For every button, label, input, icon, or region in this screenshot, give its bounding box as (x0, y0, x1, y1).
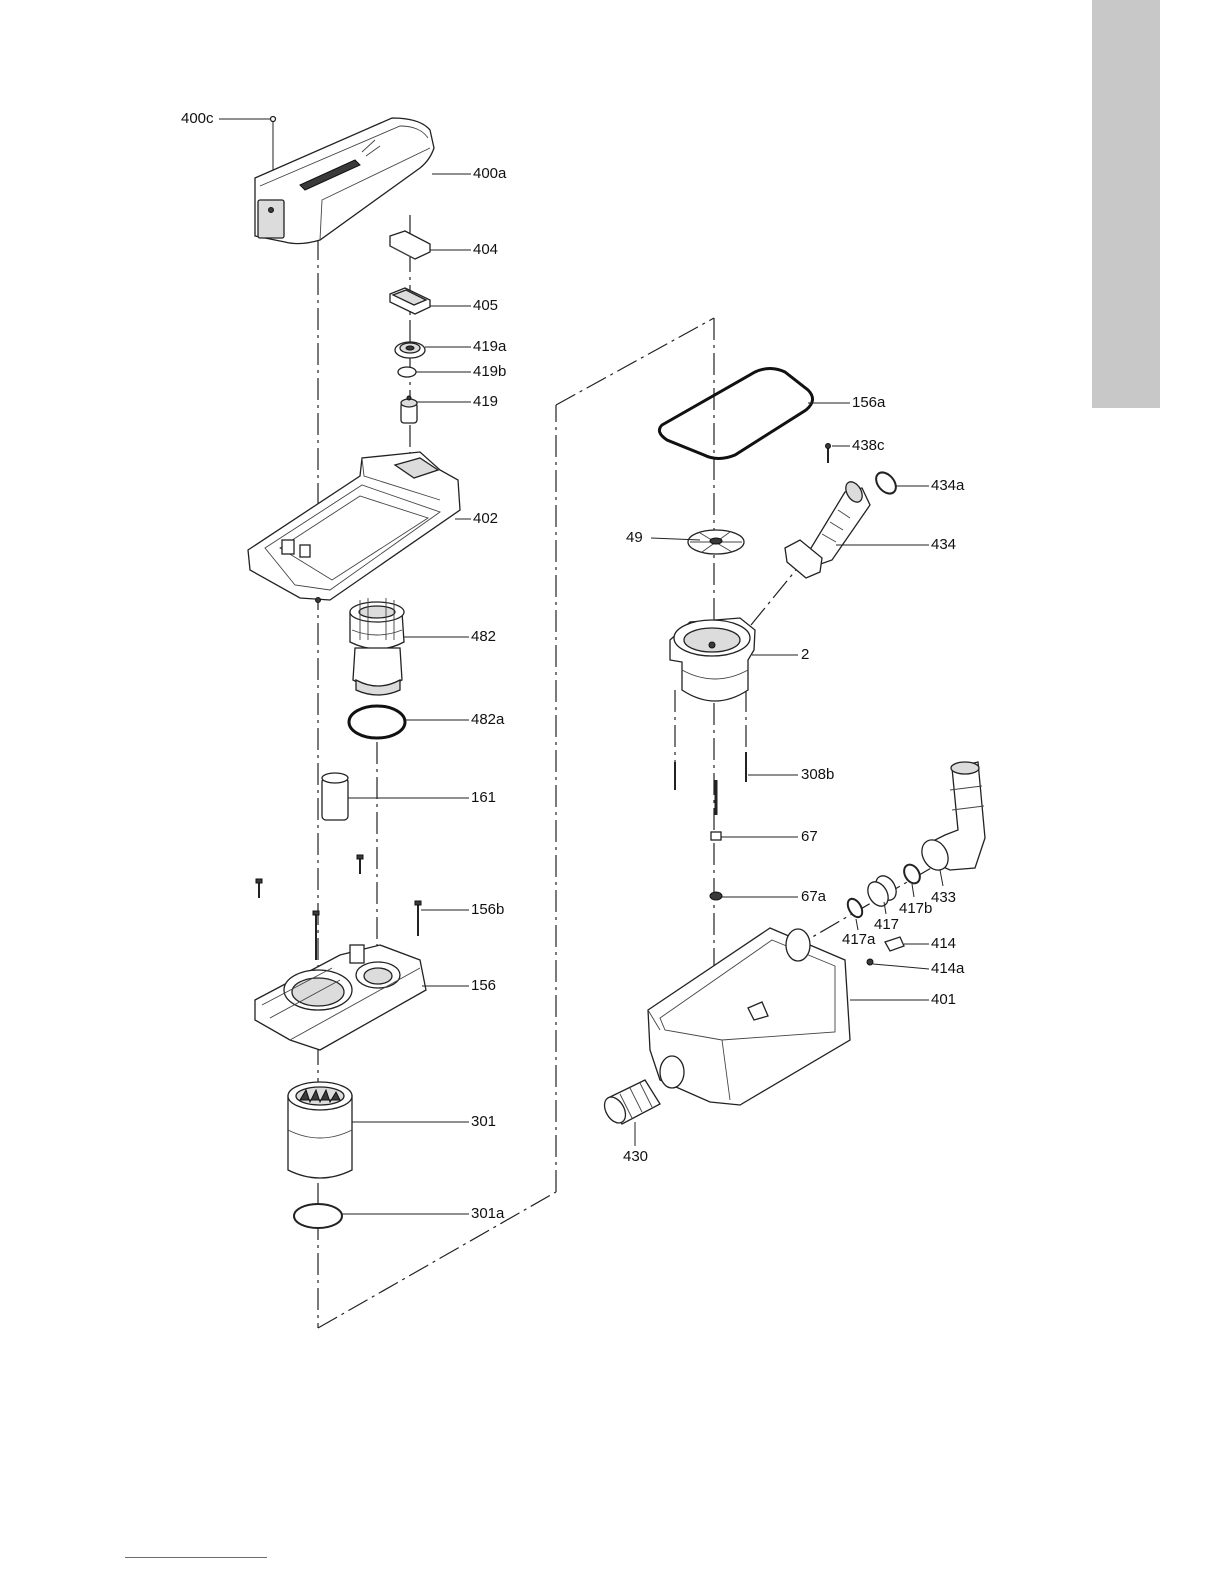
part-417b (901, 862, 923, 886)
callout-161: 161 (471, 790, 496, 806)
part-417a-ring (845, 896, 865, 919)
callout-401: 401 (931, 992, 956, 1008)
callout-434a: 434a (931, 478, 964, 494)
callout-400a: 400a (473, 166, 506, 182)
callout-67a: 67a (801, 889, 826, 905)
part-414 (885, 937, 904, 951)
callout-301: 301 (471, 1114, 496, 1130)
callout-405: 405 (473, 298, 498, 314)
part-405 (390, 288, 430, 314)
callout-419a: 419a (473, 339, 506, 355)
part-156-base (255, 945, 426, 1050)
part-2-housing (670, 618, 755, 701)
part-430-bellow (600, 1080, 660, 1127)
small-screws-left (256, 855, 363, 960)
part-419 (401, 396, 417, 423)
part-308b-screws (675, 752, 746, 815)
part-400a-cover (255, 118, 434, 244)
part-482 (350, 598, 404, 695)
part-482a-ring (349, 706, 405, 738)
part-156b-screw (415, 901, 421, 936)
part-301a-ring (294, 1204, 342, 1228)
part-419b (398, 367, 416, 377)
part-438c (826, 444, 831, 464)
part-67a (710, 892, 722, 900)
callout-433: 433 (931, 890, 956, 906)
callout-2: 2 (801, 647, 809, 663)
part-404 (390, 231, 430, 259)
part-419a (395, 342, 425, 358)
callout-434: 434 (931, 537, 956, 553)
part-161 (322, 773, 348, 820)
callout-438c: 438c (852, 438, 885, 454)
callout-417b: 417b (899, 901, 932, 917)
callout-400c: 400c (181, 111, 214, 127)
callout-49: 49 (626, 530, 643, 546)
part-433-elbow (917, 762, 985, 875)
callout-404: 404 (473, 242, 498, 258)
callout-417a: 417a (842, 932, 875, 948)
part-402-frame (248, 452, 460, 603)
callout-414a: 414a (931, 961, 964, 977)
callout-482: 482 (471, 629, 496, 645)
callout-301a: 301a (471, 1206, 504, 1222)
callout-402: 402 (473, 511, 498, 527)
part-156a-gasket (659, 369, 812, 459)
callout-414: 414 (931, 936, 956, 952)
part-49-impeller (688, 530, 744, 554)
part-434-pipe (785, 479, 870, 578)
part-414a (867, 959, 873, 965)
callout-417: 417 (874, 917, 899, 933)
callout-67: 67 (801, 829, 818, 845)
part-401-tank (648, 928, 850, 1105)
callout-156a: 156a (852, 395, 885, 411)
callout-419: 419 (473, 394, 498, 410)
callout-308b: 308b (801, 767, 834, 783)
callout-430: 430 (623, 1149, 648, 1165)
part-67 (711, 832, 721, 840)
part-301 (288, 1082, 352, 1178)
callout-156b: 156b (471, 902, 504, 918)
callout-482a: 482a (471, 712, 504, 728)
part-434a-ring (872, 469, 900, 498)
callout-419b: 419b (473, 364, 506, 380)
callout-156: 156 (471, 978, 496, 994)
